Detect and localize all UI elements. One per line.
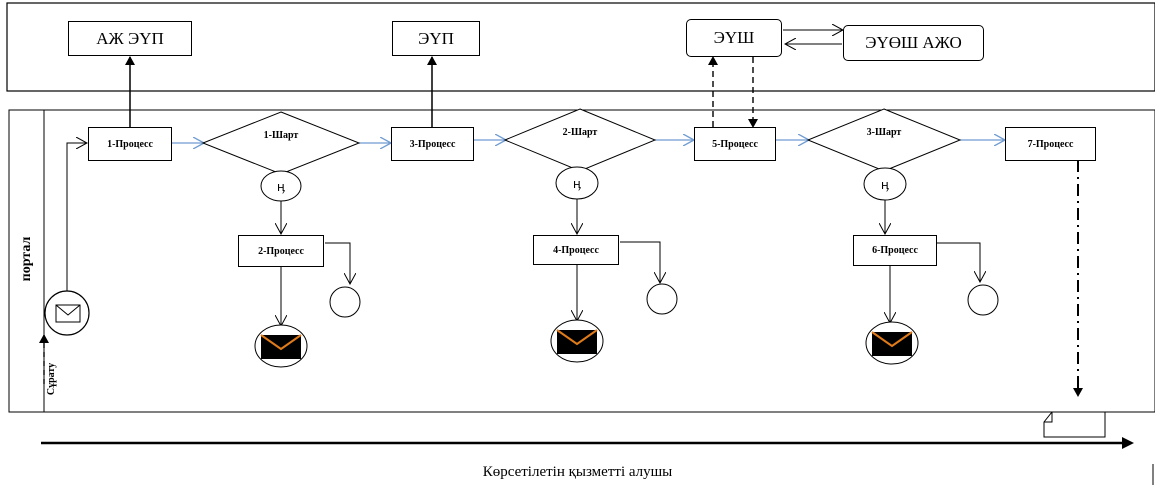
end-event-2 bbox=[646, 283, 678, 315]
process-6-box: 6-Процесс bbox=[853, 235, 937, 266]
process-2-box: 2-Процесс bbox=[238, 235, 324, 267]
gateway-2-mark: ӊ bbox=[573, 177, 581, 191]
gateway-3-mark: ӊ bbox=[881, 178, 889, 192]
request-label: Сұрату bbox=[46, 362, 57, 396]
external-systems-lane bbox=[6, 2, 1155, 92]
eueosh-ajo-box: ЭҮӨШ АЖО bbox=[843, 25, 984, 61]
arrow-start-to-p1 bbox=[66, 143, 86, 291]
portal-lane-label: портал bbox=[19, 236, 34, 282]
condition-3-diamond bbox=[806, 108, 962, 172]
service-recipient-label: Көрсетілетін қызметті алушы bbox=[482, 464, 673, 480]
arrow-p4-end bbox=[620, 241, 660, 282]
result-document-icon bbox=[1043, 411, 1106, 438]
process-3-box: 3-Процесс bbox=[391, 127, 474, 161]
eup-box: ЭҮП bbox=[392, 21, 480, 56]
condition-2-label: 2-Шарт bbox=[562, 127, 598, 138]
end-event-1 bbox=[329, 286, 361, 318]
process-1-box: 1-Процесс bbox=[88, 127, 172, 161]
condition-1-diamond bbox=[201, 111, 361, 175]
end-event-3 bbox=[967, 284, 999, 316]
arrow-p6-end bbox=[937, 242, 980, 281]
arrow-p2-end bbox=[325, 242, 350, 283]
eush-box: ЭҮШ bbox=[686, 19, 782, 57]
ajeup-box: АЖ ЭҮП bbox=[68, 21, 192, 56]
condition-1-label: 1-Шарт bbox=[263, 130, 299, 141]
process-5-box: 5-Процесс bbox=[694, 127, 776, 161]
condition-2-diamond bbox=[503, 108, 657, 172]
process-7-box: 7-Процесс bbox=[1005, 127, 1096, 161]
process-4-box: 4-Процесс bbox=[533, 235, 619, 265]
condition-3-label: 3-Шарт bbox=[866, 127, 902, 138]
gateway-1-mark: ӊ bbox=[277, 180, 285, 194]
start-envelope-icon bbox=[55, 304, 81, 323]
